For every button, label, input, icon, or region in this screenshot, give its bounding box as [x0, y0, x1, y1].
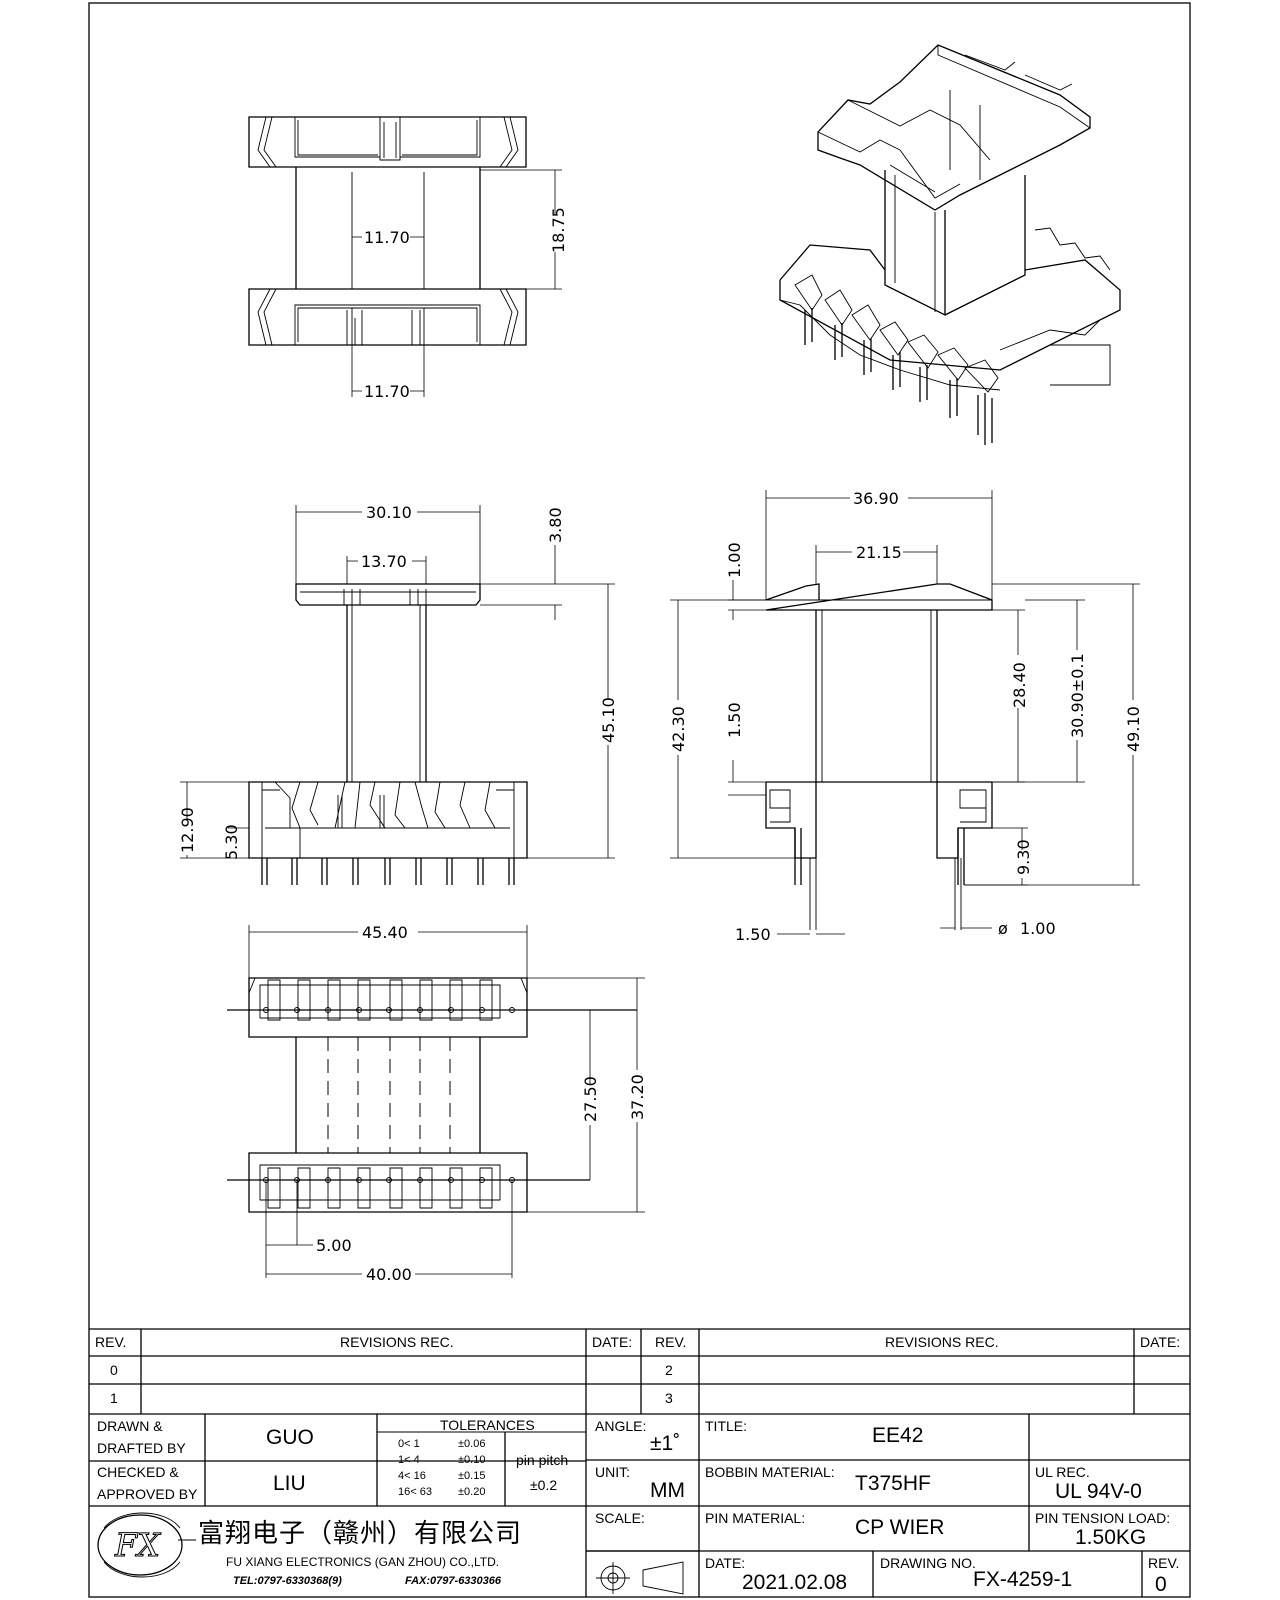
checked-label-2: APPROVED BY [97, 1486, 198, 1502]
rev-left-1: 1 [110, 1390, 118, 1406]
dim-side-1-00-pin: 1.00 [1020, 919, 1056, 938]
date-value: 2021.02.08 [742, 1571, 848, 1594]
title-label: TITLE: [705, 1418, 748, 1434]
dim-top-11-70-a: 11.70 [364, 228, 410, 247]
dim-side-1-50-b: 1.50 [735, 925, 771, 944]
front-view: 30.10 13.70 3.80 45.10 12.90 5.30 [178, 503, 618, 885]
dim-bottom-45-40: 45.40 [362, 923, 408, 942]
dim-side-1-50-a: 1.50 [725, 702, 744, 738]
dim-bottom-27-50: 27.50 [581, 1076, 600, 1122]
rev-right-2: 2 [665, 1362, 673, 1378]
dim-front-5-30: 5.30 [222, 824, 241, 860]
company-name-en: FU XIANG ELECTRONICS (GAN ZHOU) CO.,LTD. [226, 1555, 500, 1569]
pin-pitch-label: pin pitch [516, 1452, 569, 1468]
dim-side-42-30: 42.30 [669, 706, 688, 752]
dim-bottom-5-00: 5.00 [316, 1236, 352, 1255]
dim-bottom-37-20: 37.20 [628, 1074, 647, 1120]
pin-holes [263, 1007, 515, 1183]
unit-label: UNIT: [595, 1464, 630, 1480]
title-value: EE42 [872, 1424, 924, 1447]
ul-rec-value: UL 94V-0 [1055, 1480, 1142, 1503]
dim-side-21-15: 21.15 [856, 543, 902, 562]
scale-label: SCALE: [595, 1510, 645, 1526]
bobbin-material-label: BOBBIN MATERIAL: [705, 1464, 835, 1480]
rev-header-right: REV. [655, 1334, 687, 1350]
angle-label: ANGLE: [595, 1418, 647, 1434]
dim-side-9-30: 9.30 [1014, 839, 1033, 875]
company-name-cn: 富翔电子（赣州）有限公司 [198, 1519, 523, 1549]
drawn-label-2: DRAFTED BY [97, 1440, 186, 1456]
drawn-label-1: DRAWN & [97, 1418, 163, 1434]
tolerance-value: ±0.15 [458, 1470, 486, 1482]
tolerance-value: ±0.20 [458, 1486, 486, 1498]
company-tel: TEL:0797-6330368(9) [233, 1575, 342, 1587]
rev-label: REV. [1148, 1555, 1180, 1571]
dim-side-49-10: 49.10 [1124, 706, 1143, 752]
pin-material-value: CP WIER [855, 1516, 945, 1539]
top-view: 11.70 18.75 11.70 [248, 116, 568, 401]
bobbin-material-value: T375HF [855, 1472, 931, 1495]
drawn-value: GUO [266, 1426, 314, 1449]
dim-front-12-90: 12.90 [178, 807, 197, 853]
revisions-header-right: REVISIONS REC. [885, 1334, 999, 1350]
tolerance-range: 16< 63 [398, 1486, 432, 1498]
dim-top-18-75: 18.75 [549, 207, 568, 253]
tolerance-row: 4< 16 ±0.15 [398, 1468, 503, 1484]
projection-symbol [596, 1561, 684, 1595]
bottom-view: 45.40 27.50 37.20 5.00 40.00 [227, 923, 647, 1284]
tolerance-range: 4< 16 [398, 1470, 426, 1482]
checked-value: LIU [273, 1472, 306, 1495]
sheet-border [88, 2, 1191, 1598]
checked-label-1: CHECKED & [97, 1464, 179, 1480]
dim-front-45-10: 45.10 [599, 697, 618, 743]
ul-rec-label: UL REC. [1035, 1464, 1090, 1480]
tolerance-range: 1< 4 [398, 1454, 420, 1466]
side-view: 36.90 21.15 1.00 28.40 30.90±0.1 49.10 4… [669, 489, 1143, 944]
rev-right-3: 3 [665, 1390, 673, 1406]
company-fax: FAX:0797-6330366 [405, 1575, 502, 1587]
rev-value: 0 [1155, 1573, 1167, 1596]
isometric-view [779, 44, 1121, 445]
pin-tension-label: PIN TENSION LOAD: [1035, 1510, 1171, 1526]
company-logo: FX [97, 1512, 196, 1578]
tolerance-range: 0< 1 [398, 1438, 420, 1450]
dim-front-30-10: 30.10 [366, 503, 412, 522]
rev-header-left: REV. [95, 1334, 127, 1350]
pin-pitch-value: ±0.2 [530, 1477, 558, 1493]
tolerance-row: 0< 1 ±0.06 [398, 1436, 503, 1452]
title-block [89, 1328, 1190, 1597]
dim-front-13-70: 13.70 [361, 552, 407, 571]
tolerance-row: 1< 4 ±0.10 [398, 1452, 503, 1468]
date-header-left: DATE: [592, 1334, 633, 1350]
dim-front-3-80: 3.80 [546, 507, 565, 543]
pin-material-label: PIN MATERIAL: [705, 1510, 806, 1526]
rev-left-0: 0 [110, 1362, 118, 1378]
dim-side-1-00: 1.00 [725, 542, 744, 578]
tolerance-row: 16< 63 ±0.20 [398, 1484, 503, 1500]
tolerance-value: ±0.06 [458, 1438, 486, 1450]
drawing-no-label: DRAWING NO. [880, 1555, 976, 1571]
dim-side-36-90: 36.90 [853, 489, 899, 508]
dim-side-30-90: 30.90±0.1 [1068, 653, 1087, 738]
dim-top-11-70-b: 11.70 [364, 382, 410, 401]
tolerance-value: ±0.10 [458, 1454, 486, 1466]
logo-lettering: FX [114, 1526, 161, 1564]
date-header-right: DATE: [1140, 1334, 1181, 1350]
pin-tension-value: 1.50KG [1075, 1526, 1147, 1549]
unit-value: MM [650, 1479, 685, 1502]
revisions-header-left: REVISIONS REC. [340, 1334, 454, 1350]
drawing-no-value: FX-4259-1 [973, 1568, 1073, 1591]
dim-side-dia-symbol: ø [998, 919, 1008, 938]
tolerance-table: 0< 1 ±0.06 1< 4 ±0.10 4< 16 ±0.15 16< 63 ±0.… [398, 1436, 503, 1500]
dim-side-28-40: 28.40 [1010, 662, 1029, 708]
angle-value: ±1˚ [650, 1432, 681, 1455]
date-label: DATE: [705, 1555, 746, 1571]
dim-bottom-40-00: 40.00 [366, 1265, 412, 1284]
tolerances-label: TOLERANCES [440, 1417, 535, 1433]
